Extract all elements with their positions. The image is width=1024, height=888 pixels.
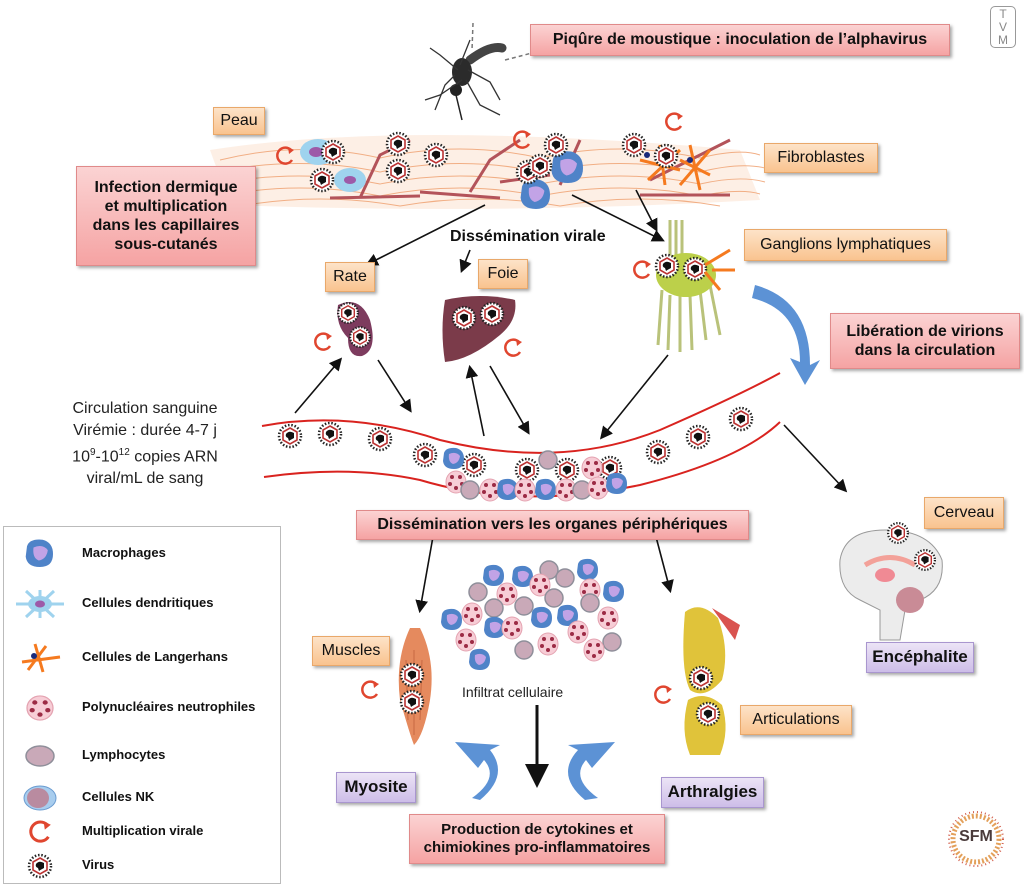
infection-line: Infection dermique <box>94 178 238 196</box>
label-cerveau: Cerveau <box>924 497 1004 529</box>
sfm-logo: SFM <box>959 828 993 845</box>
legend-label: Cellules NK <box>82 789 155 804</box>
label-peau: Peau <box>213 107 265 135</box>
legend-item: Cellules NK <box>4 783 280 813</box>
viral-load-exp: 9 <box>89 447 96 458</box>
legend-item: Virus <box>4 851 280 881</box>
skin-layer <box>210 135 766 209</box>
infection-line: et multiplication <box>104 197 228 215</box>
inoculation-box: Piqûre de moustique : inoculation de l’a… <box>530 24 950 56</box>
mosquito-icon <box>424 22 536 121</box>
lymph-node-icon <box>654 220 735 352</box>
legend: Macrophages Cellules dendritiques Cellul… <box>3 526 281 884</box>
infiltrate-label: Infiltrat cellulaire <box>462 684 564 700</box>
infection-line: dans les capillaires <box>92 217 240 234</box>
viral-load-exp: 12 <box>118 447 130 458</box>
outcome-myosite: Myosite <box>336 772 416 803</box>
legend-item: Cellules de Langerhans <box>4 643 280 673</box>
legend-item: Multiplication virale <box>4 817 280 847</box>
label-foie: Foie <box>478 259 528 289</box>
langerhans-cell-icon <box>21 643 61 673</box>
liver-icon <box>442 296 516 362</box>
joint-icon <box>683 607 740 755</box>
peripheral-dissemination-box: Dissémination vers les organes périphéri… <box>356 510 749 540</box>
tvm-letter: T <box>999 7 1007 21</box>
dendritic-cell-icon <box>16 589 64 619</box>
legend-item: Macrophages <box>4 539 280 569</box>
liberation-box: Libération de virions dans la circulatio… <box>830 313 1020 369</box>
production-line: Production de cytokines et <box>441 821 633 838</box>
viral-load-unit: copies ARN <box>129 448 218 466</box>
spleen-icon <box>336 301 373 357</box>
viral-load-base: 10 <box>72 448 90 466</box>
legend-label: Virus <box>82 857 115 872</box>
viral-load-unit-line: viral/mL de sang <box>86 470 204 488</box>
legend-item: Polynucléaires neutrophiles <box>4 693 280 723</box>
legend-label: Macrophages <box>82 545 166 560</box>
viral-replication-icon <box>29 819 53 843</box>
dissemination-arrows <box>294 189 848 614</box>
dissemination-virale-label: Dissémination virale <box>450 228 606 245</box>
label-rate: Rate <box>325 262 375 292</box>
brain-icon <box>839 521 943 641</box>
viremia-duration: Virémie : durée 4-7 j <box>73 422 217 439</box>
viral-load-sep: -10 <box>95 448 119 466</box>
circulation-title: Circulation sanguine <box>72 400 218 417</box>
label-fibroblastes: Fibroblastes <box>764 143 878 173</box>
legend-label: Polynucléaires neutrophiles <box>82 699 256 714</box>
production-line: chimiokines pro-inflammatoires <box>423 839 651 856</box>
label-articulations: Articulations <box>740 705 852 735</box>
tvm-letter: M <box>998 33 1008 47</box>
viral-load: 109-1012 copies ARN <box>45 442 245 468</box>
liberation-line: Libération de virions <box>846 322 1004 340</box>
lymphocyte-icon <box>25 745 55 767</box>
outcome-encephalite: Encéphalite <box>866 642 974 673</box>
label-muscles: Muscles <box>312 636 390 666</box>
tvm-letter: V <box>998 20 1007 34</box>
outcome-arthralgies: Arthralgies <box>661 777 764 808</box>
blood-viruses <box>277 406 754 483</box>
cellular-infiltrate <box>441 558 624 670</box>
legend-label: Cellules de Langerhans <box>82 649 228 664</box>
macrophage-icon <box>25 539 53 567</box>
tvm-logo: T V M <box>990 6 1016 48</box>
infection-box: Infection dermique et multiplication dan… <box>76 166 256 266</box>
infection-line: sous-cutanés <box>114 236 218 254</box>
label-ganglions: Ganglions lymphatiques <box>744 229 947 261</box>
legend-item: Cellules dendritiques <box>4 589 280 619</box>
legend-label: Cellules dendritiques <box>82 595 214 610</box>
legend-label: Lymphocytes <box>82 747 166 762</box>
liberation-line: dans la circulation <box>854 342 996 359</box>
blue-curved-arrows <box>455 285 820 800</box>
legend-item: Lymphocytes <box>4 741 280 771</box>
virus-icon <box>27 853 53 879</box>
legend-label: Multiplication virale <box>82 823 204 838</box>
muscle-icon <box>398 628 432 745</box>
nk-cell-icon <box>23 785 57 811</box>
cytokine-production-box: Production de cytokines et chimiokines p… <box>409 814 665 864</box>
sfm-logo-ring <box>948 811 1004 867</box>
viremia-block: Circulation sanguine Virémie : durée 4-7… <box>45 398 245 490</box>
neutrophil-icon <box>26 695 54 721</box>
